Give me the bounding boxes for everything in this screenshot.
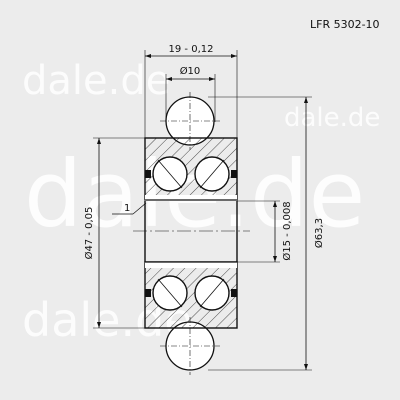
- watermark-top-right: dale.de: [284, 103, 380, 133]
- chamfer-callout: 1: [112, 202, 147, 215]
- bore-diameter-label: Ø15 - 0,008: [281, 201, 293, 260]
- bore: [133, 201, 250, 262]
- outer-diameter-label: Ø47 - 0,05: [83, 207, 95, 260]
- width-dimension: 19 - 0,12: [144, 44, 238, 140]
- ball-diameter-dimension: Ø10: [165, 65, 216, 122]
- watermark-top-left: dale.de: [22, 58, 170, 104]
- chamfer-label: 1: [124, 203, 130, 214]
- bearing-section-upper: [144, 137, 238, 201]
- ball-diameter-label: Ø10: [180, 65, 201, 77]
- width-label: 19 - 0,12: [169, 44, 214, 55]
- bore-diameter-dimension: Ø15 - 0,008: [237, 200, 293, 263]
- overall-diameter-dimension: Ø63,3: [208, 96, 325, 371]
- part-number-title: LFR 5302-10: [310, 18, 380, 31]
- overall-diameter-label: Ø63,3: [313, 218, 325, 248]
- bearing-section-lower: [144, 261, 238, 329]
- outer-diameter-dimension: Ø47 - 0,05: [83, 137, 145, 329]
